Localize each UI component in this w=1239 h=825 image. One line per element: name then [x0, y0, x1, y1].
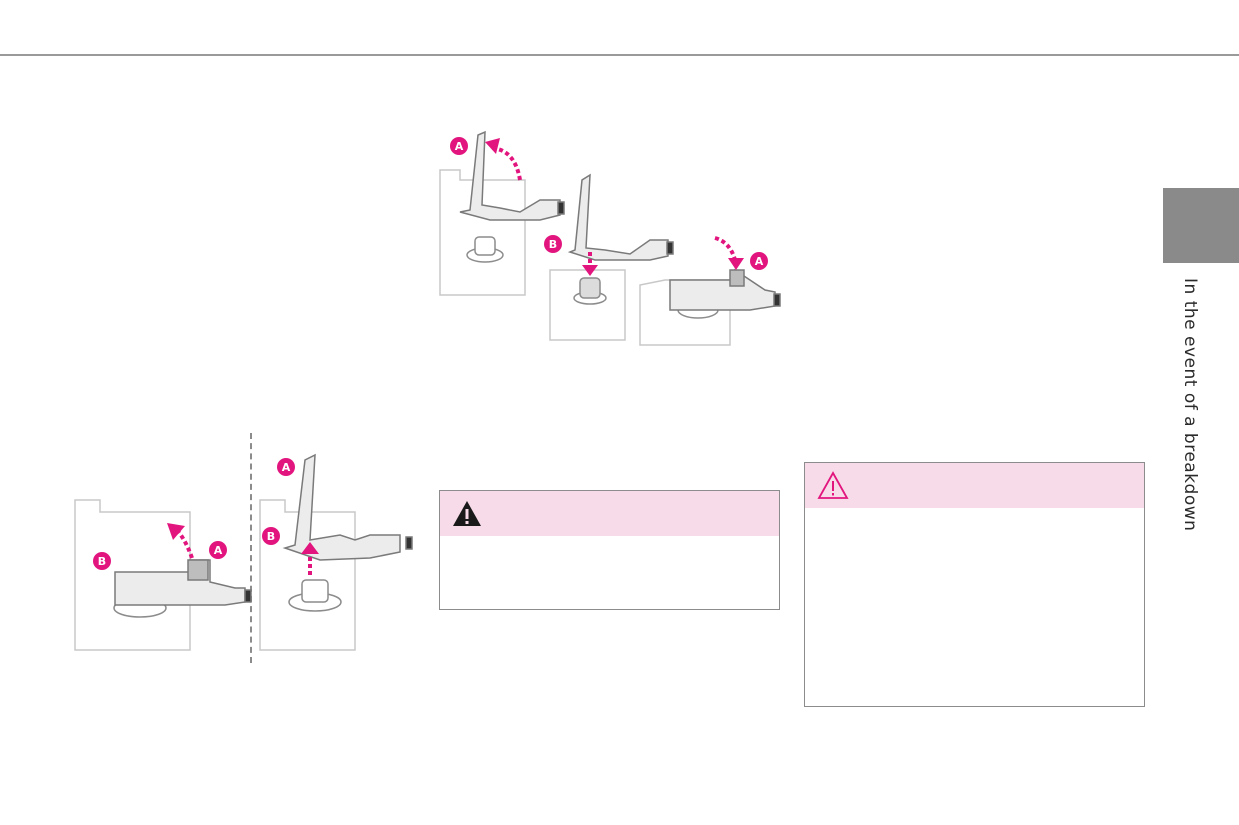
warning-triangle-outline-icon [817, 471, 849, 499]
callout-b-3: B [267, 530, 275, 543]
bottom-illustration: B A A B [74, 453, 413, 651]
warning-triangle-filled-icon [453, 501, 481, 526]
callout-a-1: A [455, 140, 464, 153]
callout-a-3: A [214, 544, 223, 557]
callout-b-2: B [98, 555, 106, 568]
chapter-title: In the event of a breakdown [1180, 278, 1200, 532]
chapter-tab[interactable] [1163, 188, 1239, 263]
caution-box [804, 462, 1145, 707]
callout-b-1: B [549, 238, 557, 251]
caution-box-header [805, 463, 1144, 508]
header-rule [0, 54, 1239, 56]
danger-box [439, 490, 780, 610]
top-illustration: A B A [439, 130, 781, 346]
callout-a-2: A [755, 255, 764, 268]
danger-box-header [440, 491, 779, 536]
illustration-divider [250, 433, 252, 663]
callout-a-4: A [282, 461, 291, 474]
